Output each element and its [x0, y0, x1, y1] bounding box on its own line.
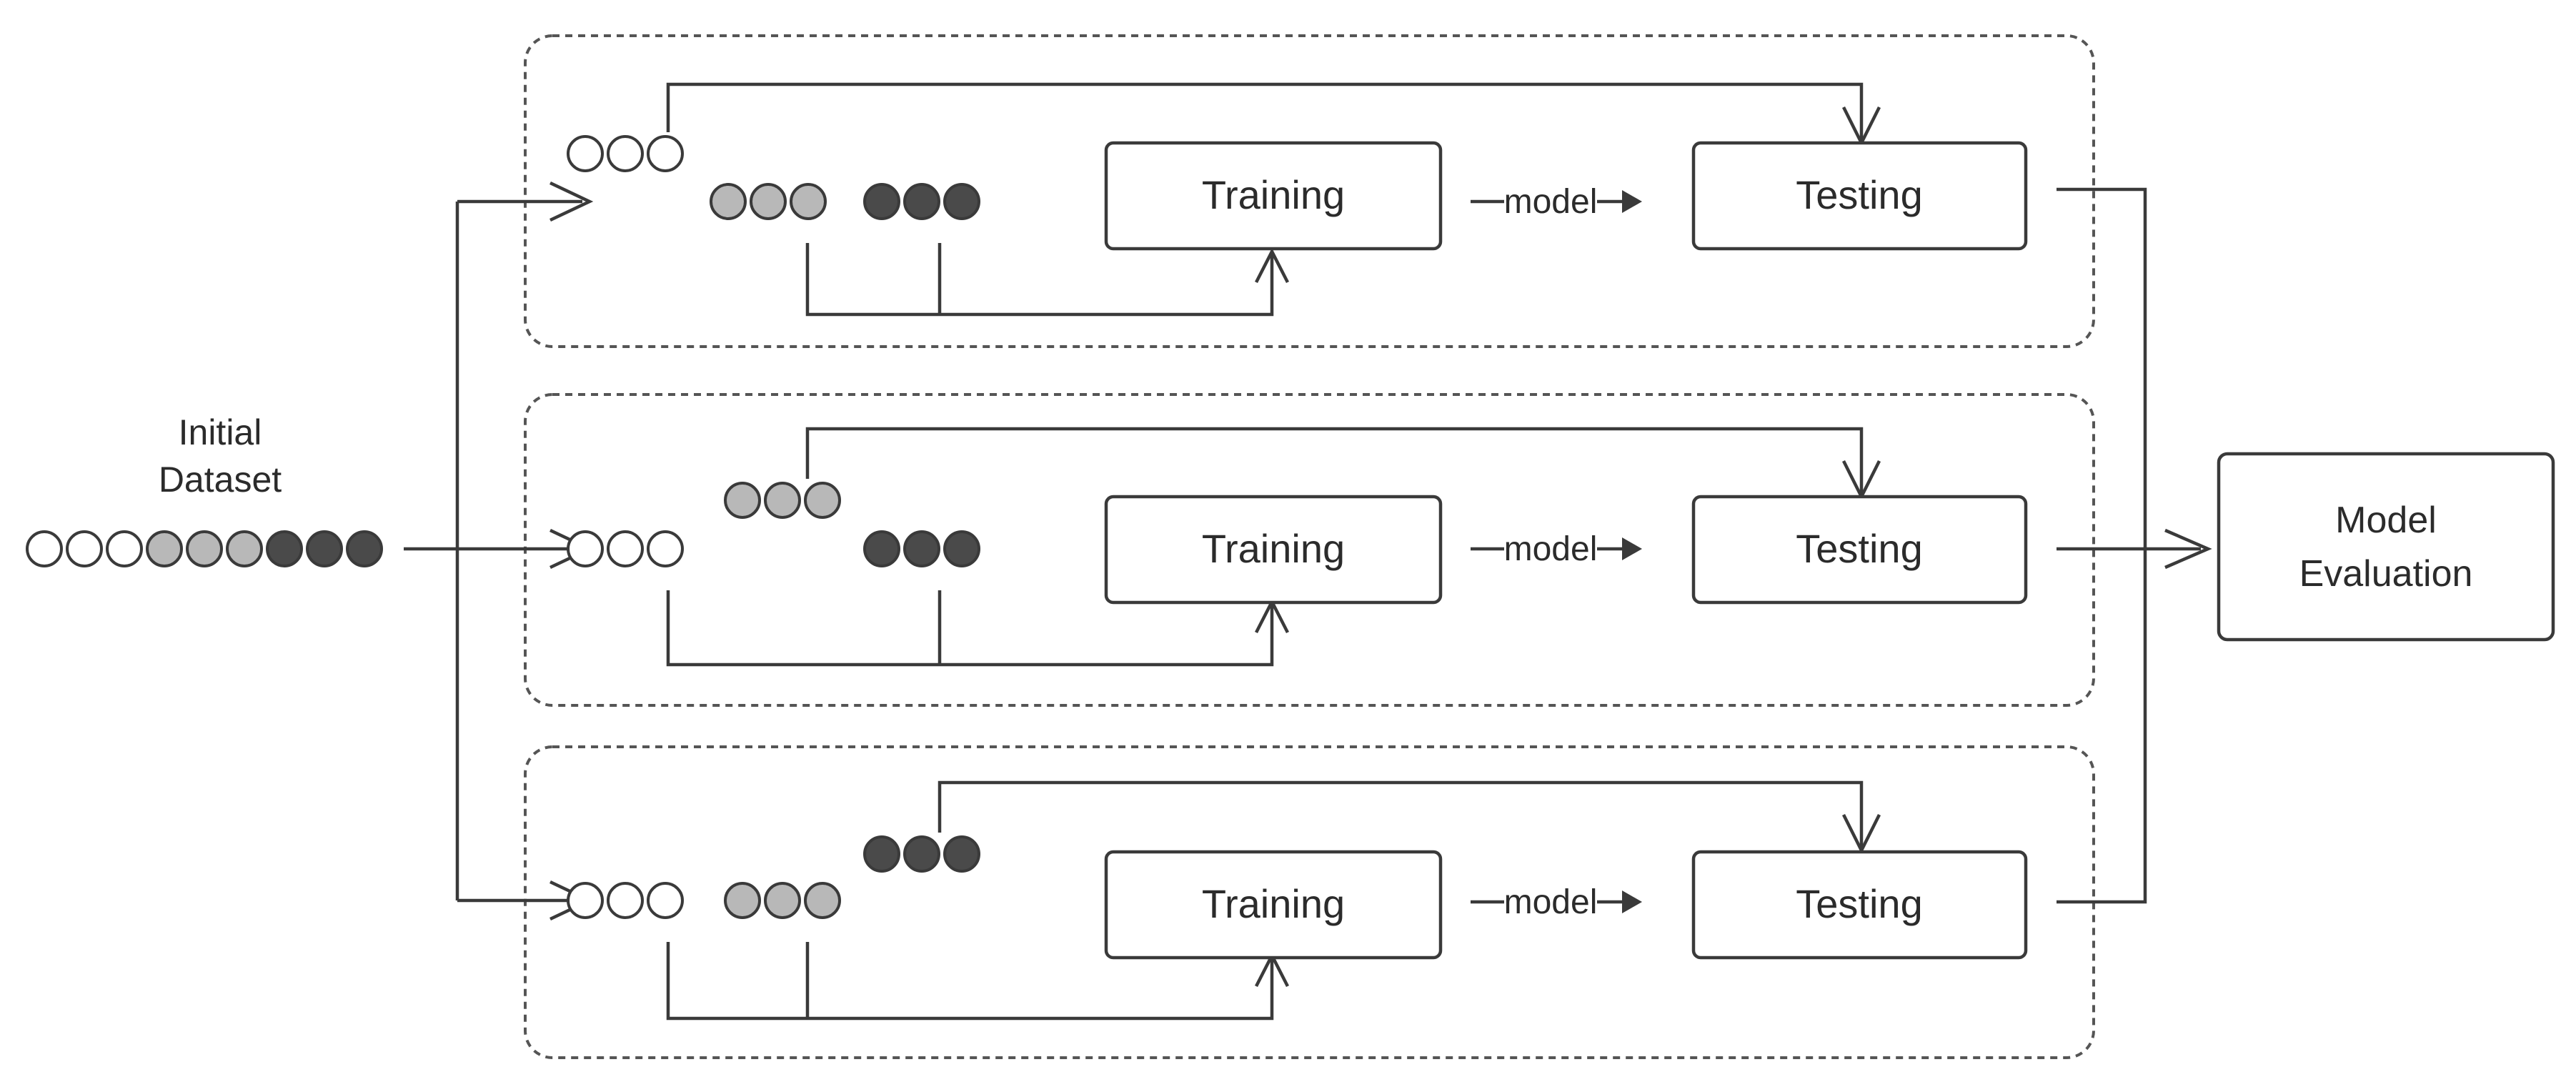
fold-3-test-circles [863, 835, 980, 873]
initial-dataset-circles [26, 530, 383, 567]
fold-3-train-circles-b [724, 882, 841, 919]
test-circle-gray [764, 482, 801, 519]
test-circle-dark [943, 835, 980, 873]
train-circle-gray [764, 882, 801, 919]
model-evaluation-label-line1: Model [2335, 500, 2437, 541]
train-circle-gray [750, 183, 787, 220]
fold-3-testing-label: Testing [1796, 881, 1922, 926]
test-circle-white [647, 135, 684, 172]
fold-2-train-a-line [666, 590, 1274, 667]
initial-dataset-circle-white [26, 530, 63, 567]
initial-dataset-circle-dark [346, 530, 383, 567]
train-circle-dark [863, 530, 900, 567]
test-circle-gray [724, 482, 761, 519]
fold-2-testing-label: Testing [1796, 526, 1922, 571]
fold-1-train-circles-b [863, 183, 980, 220]
fold-3-training-label: Training [1202, 881, 1345, 926]
train-circle-gray [710, 183, 747, 220]
initial-dataset-circle-dark [266, 530, 303, 567]
initial-dataset-circle-gray [146, 530, 183, 567]
fold-1-test-circles [567, 135, 684, 172]
train-circle-gray [790, 183, 827, 220]
fold-1-output-line [2057, 187, 2147, 549]
test-circle-dark [903, 835, 940, 873]
fold-3-train-circles-a [567, 882, 684, 919]
evaluation-arrow-head [2164, 528, 2212, 570]
initial-dataset-circle-white [66, 530, 103, 567]
fold-1-training-box [1104, 141, 1443, 251]
fold-2-training-label: Training [1202, 526, 1345, 571]
initial-dataset-circle-white [106, 530, 143, 567]
fold-3-testing-box [1691, 850, 2028, 960]
fold-3-training-box [1104, 850, 1443, 960]
train-circle-dark [903, 183, 940, 220]
train-circle-white [647, 530, 684, 567]
train-circle-gray [804, 882, 841, 919]
train-circle-white [607, 882, 644, 919]
fold-1-testing-label: Testing [1796, 172, 1922, 217]
test-circle-gray [804, 482, 841, 519]
fold-3-output-line [2057, 549, 2147, 904]
train-circle-white [647, 882, 684, 919]
fold-2-test-to-testing-line [805, 427, 1864, 493]
fold-3-train-a-line [666, 942, 1274, 1021]
train-circle-white [607, 530, 644, 567]
fold-3-model-label: model [1504, 883, 1598, 921]
train-circle-gray [724, 882, 761, 919]
fold-2-testing-box [1691, 495, 2028, 605]
initial-dataset-label-line2: Dataset [159, 460, 282, 500]
fold-2-train-circles-a [567, 530, 684, 567]
train-circle-dark [863, 183, 900, 220]
fold-1-training-arrow-head [1254, 248, 1290, 284]
fold-2-model-label: model [1504, 530, 1598, 568]
split-arrow-top-head [549, 181, 594, 222]
fold-2-test-circles [724, 482, 841, 519]
fold-1-train-circles-a [710, 183, 827, 220]
initial-dataset-circle-gray [226, 530, 263, 567]
fold-1-training-label: Training [1202, 172, 1345, 217]
fold-1-test-to-testing-line [666, 82, 1864, 139]
initial-dataset-label-line1: Initial [179, 412, 262, 452]
fold-2-model-arrow-head [1622, 537, 1642, 560]
test-circle-dark [863, 835, 900, 873]
fold-1-model-label: model [1504, 183, 1598, 221]
fold-2-train-circles-b [863, 530, 980, 567]
fold-1-testing-box [1691, 141, 2028, 251]
fold-1-frame [524, 34, 2095, 348]
train-circle-white [567, 530, 604, 567]
train-circle-dark [903, 530, 940, 567]
model-evaluation-box [2217, 452, 2555, 642]
fold-2-training-box [1104, 495, 1443, 605]
train-circle-dark [943, 183, 980, 220]
fold-1-train-a-line [805, 243, 1274, 317]
train-circle-white [567, 882, 604, 919]
initial-dataset-circle-dark [306, 530, 343, 567]
fold-1-model-arrow-head [1622, 190, 1642, 213]
model-evaluation-label-line2: Evaluation [2299, 553, 2473, 595]
fold-3-test-to-testing-line [938, 780, 1864, 847]
test-circle-white [567, 135, 604, 172]
train-circle-dark [943, 530, 980, 567]
fold-3-model-arrow-head [1622, 890, 1642, 913]
initial-dataset-circle-gray [186, 530, 223, 567]
test-circle-white [607, 135, 644, 172]
